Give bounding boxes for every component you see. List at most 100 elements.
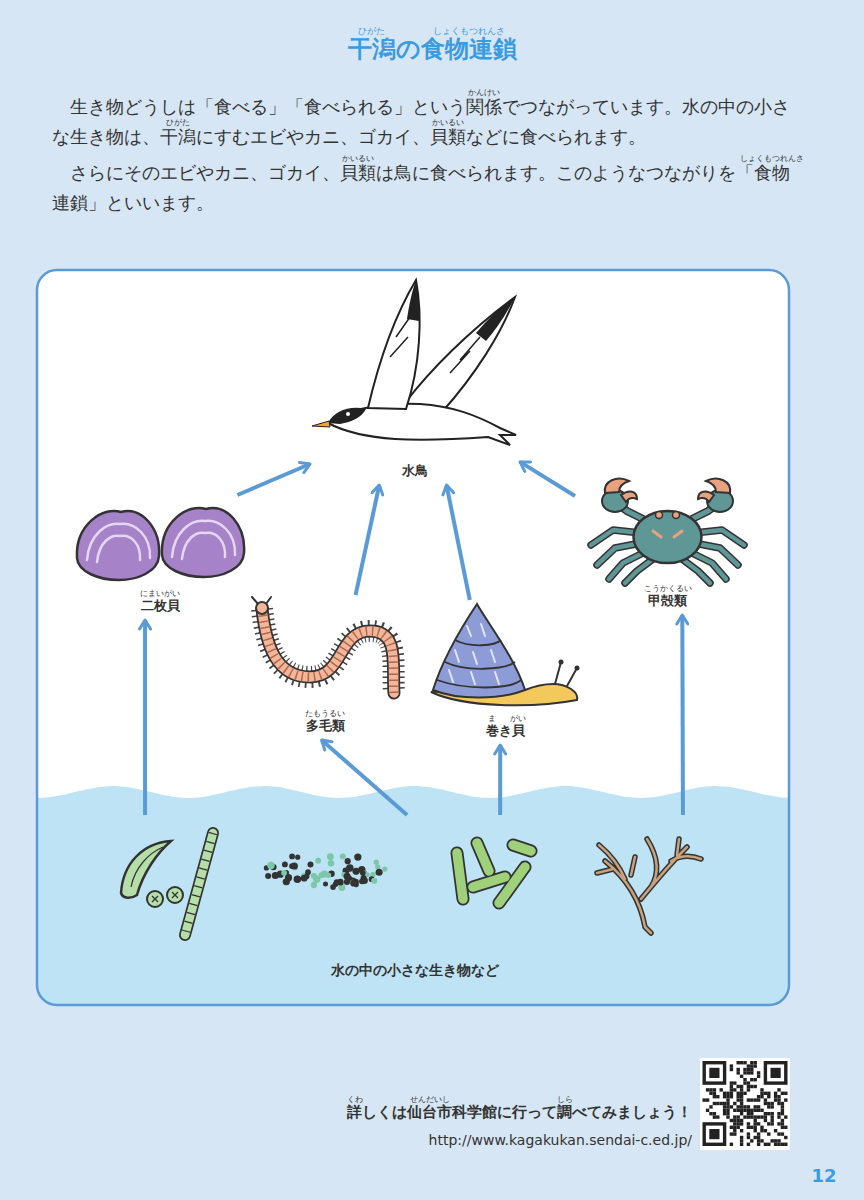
illustration-part	[750, 1109, 753, 1112]
illustration-part	[706, 1064, 723, 1081]
illustration-part	[740, 1122, 743, 1125]
illustration-part	[713, 1112, 716, 1115]
illustration-part	[774, 1098, 777, 1101]
illustration-part	[162, 508, 244, 577]
illustration-part	[730, 1068, 733, 1071]
illustration-part	[743, 1078, 746, 1081]
plankton-node: 水の中の小さな生き物など	[85, 815, 745, 985]
label-wrap: 水鳥	[310, 460, 520, 479]
furigana: しら	[557, 1096, 573, 1104]
illustration-part	[737, 1115, 740, 1118]
illustration-part	[726, 1105, 729, 1108]
illustration-part	[764, 1112, 767, 1115]
illustration-part	[433, 604, 525, 698]
page-number: 12	[800, 1164, 848, 1188]
illustration-part	[709, 1068, 719, 1078]
snail-node: 巻き貝まがい	[425, 600, 585, 745]
illustration-part	[757, 1105, 760, 1108]
panel-border	[37, 270, 789, 1005]
illustration-part	[730, 1088, 733, 1091]
illustration-part	[706, 479, 730, 493]
illustration-part	[295, 855, 300, 860]
illustration-part	[767, 1064, 784, 1081]
illustration-part	[294, 875, 301, 882]
illustration-part	[559, 660, 564, 665]
illustration-part	[757, 1139, 760, 1142]
illustration-part	[312, 421, 330, 427]
illustration-part	[121, 841, 171, 898]
illustration-part	[747, 1122, 750, 1125]
illustration-part	[740, 1139, 743, 1142]
illustration-part	[740, 1095, 743, 1098]
illustration-part	[730, 1095, 733, 1098]
illustration-part	[737, 1085, 740, 1088]
illustration-part	[774, 1143, 777, 1146]
illustration-part	[777, 1122, 780, 1125]
illustration-part	[747, 1115, 750, 1118]
illustration-part	[740, 1112, 743, 1115]
illustration-part	[726, 1092, 729, 1095]
illustration-part	[754, 1119, 757, 1122]
illustration-part	[726, 1095, 729, 1098]
illustration-part	[345, 858, 351, 864]
qr-code-ground	[700, 1058, 790, 1150]
illustration-part	[706, 1109, 709, 1112]
furigana: たもうるい	[305, 710, 345, 718]
illustration-part	[262, 609, 394, 693]
illustration-part	[653, 531, 682, 537]
illustration-part	[767, 1143, 770, 1146]
illustration-part	[754, 1078, 757, 1081]
illustration-part	[330, 884, 336, 890]
illustration-part	[781, 1126, 784, 1129]
illustration-part	[737, 1119, 740, 1122]
illustration-part	[359, 878, 365, 884]
illustration-part	[784, 1115, 787, 1118]
illustration-part	[743, 1115, 746, 1118]
illustration-part	[777, 1088, 780, 1091]
illustration-part	[781, 1092, 784, 1095]
illustration-part	[757, 1143, 760, 1146]
illustration-part	[716, 1115, 719, 1118]
illustration-part	[713, 1088, 716, 1091]
illustration-part	[723, 1092, 726, 1095]
illustration-part	[771, 1119, 774, 1122]
illustration-part	[754, 1122, 757, 1125]
illustration-part	[305, 869, 311, 875]
illustration-part	[264, 853, 388, 891]
illustration-part	[757, 1071, 760, 1074]
organism-label: 水鳥	[402, 463, 428, 478]
illustration-part	[771, 1122, 774, 1125]
furigana: くわ	[347, 1096, 363, 1104]
illustration-part	[784, 1092, 787, 1095]
illustration-part	[777, 1102, 780, 1105]
furigana: かいるい	[342, 155, 374, 163]
illustration-part	[301, 875, 308, 882]
illustration-part	[185, 833, 213, 935]
illustration-part	[282, 861, 288, 867]
illustration-part	[256, 602, 268, 614]
body-paragraph: 生き物どうしは「食べる」「食べられる」という関係でつながっています。水の中の小さ…	[52, 92, 807, 152]
organism-label: 水の中の小さな生き物など	[331, 962, 499, 978]
illustration-part	[771, 1105, 774, 1108]
illustration-part	[716, 1102, 719, 1105]
qr-code	[703, 1061, 788, 1146]
illustration-part	[346, 864, 354, 872]
water-area	[37, 786, 789, 1005]
furigana: がい	[510, 715, 526, 723]
illustration-part	[730, 1064, 733, 1067]
illustration-part	[774, 1092, 777, 1095]
illustration-part	[781, 1102, 784, 1105]
illustration-part	[152, 892, 178, 902]
illustration-part	[172, 521, 235, 559]
illustration-part	[709, 1129, 719, 1139]
illustration-part	[354, 882, 359, 887]
illustration-part	[771, 1115, 774, 1118]
illustration-part	[750, 1064, 753, 1067]
illustration-part	[747, 1088, 750, 1091]
illustration-part	[754, 1105, 757, 1108]
illustration-part	[360, 870, 366, 876]
illustration-part	[457, 843, 531, 903]
illustration-part	[777, 1098, 780, 1101]
illustration-part	[737, 1092, 740, 1095]
illustration-part	[713, 1115, 716, 1118]
